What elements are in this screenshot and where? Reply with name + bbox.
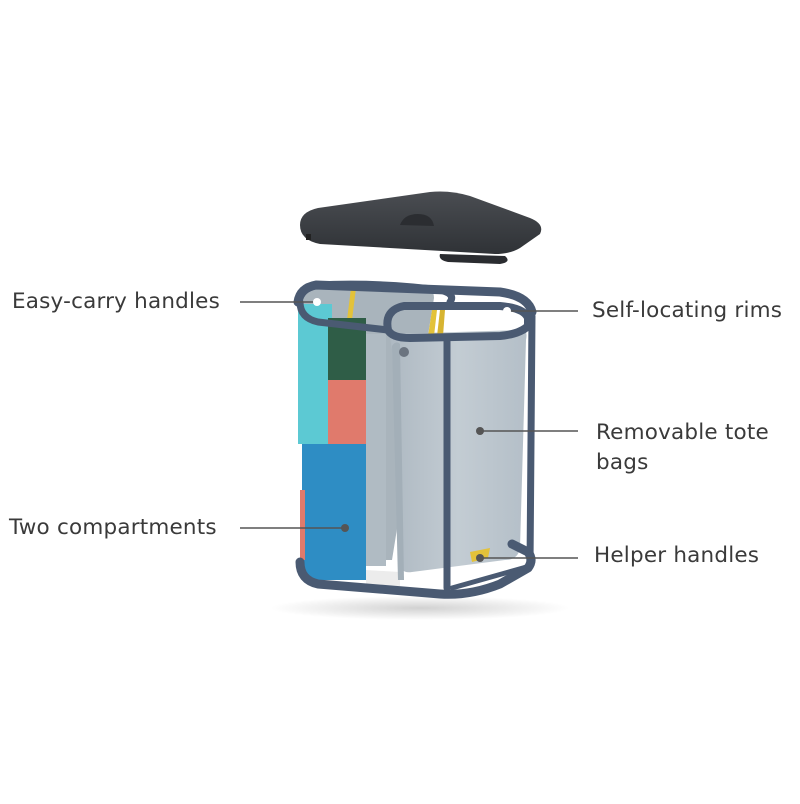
callout-dot-helper-icon <box>476 554 484 562</box>
callout-dot-self-locating-icon <box>503 307 511 315</box>
callout-label-helper-handles: Helper handles <box>594 543 760 568</box>
frame <box>293 280 537 599</box>
callout-dot-easy-carry-icon <box>313 298 321 306</box>
panel-cyan <box>298 304 332 444</box>
callout-dot-tote-icon <box>476 427 484 435</box>
callout-label-two-compartments: Two compartments <box>9 515 217 540</box>
floor-shadow <box>270 596 570 620</box>
tote-bag <box>390 310 527 580</box>
panel-blue <box>302 444 366 580</box>
callout-label-removable-tote-bags: Removable tote bags <box>596 420 769 475</box>
callout-lines <box>240 301 578 559</box>
lid <box>300 191 542 264</box>
callout-label-easy-carry-handles: Easy-carry handles <box>12 289 220 314</box>
callout-label-self-locating-rims: Self-locating rims <box>592 298 783 323</box>
callout-dot-compartments-icon <box>341 524 349 532</box>
